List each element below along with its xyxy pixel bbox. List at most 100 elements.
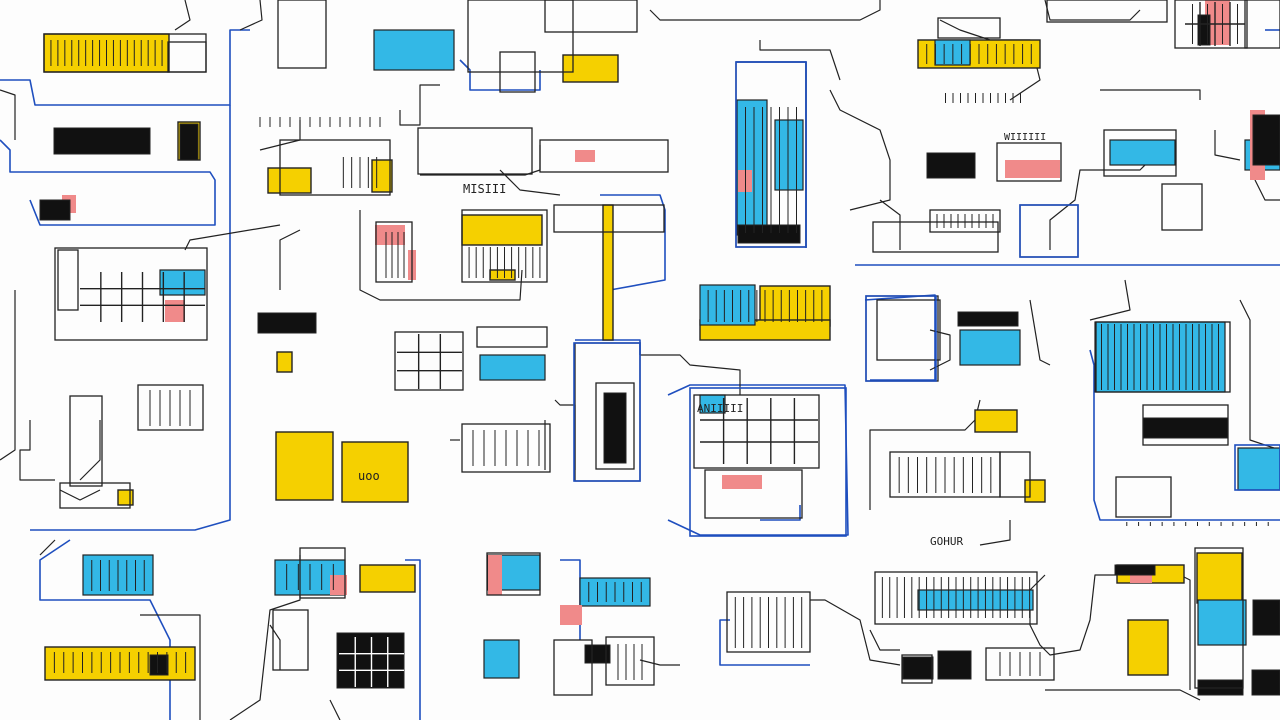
connector-line	[0, 139, 216, 226]
block-box	[299, 547, 346, 599]
connector-line	[405, 559, 421, 720]
block-box	[257, 312, 317, 334]
block-box	[275, 431, 334, 501]
block-box	[1114, 564, 1156, 576]
block-box	[39, 199, 71, 221]
connector-line	[869, 399, 981, 510]
block-box	[373, 29, 455, 71]
block-box	[602, 204, 614, 341]
connector-line	[239, 0, 263, 31]
connector-line	[399, 84, 440, 126]
block-box	[1252, 599, 1280, 636]
block-box	[553, 204, 665, 233]
scribble-label: WIIIIII	[1004, 132, 1046, 143]
connector-line	[829, 89, 891, 211]
block-box	[874, 571, 1038, 625]
block-box	[59, 482, 131, 509]
block-box	[605, 636, 655, 686]
block-box	[167, 41, 207, 73]
block-box	[737, 224, 801, 244]
block-box	[1252, 114, 1280, 166]
block-box	[341, 441, 409, 503]
block-box	[1109, 139, 1176, 166]
connector-line	[554, 399, 576, 470]
fill-block	[330, 575, 347, 595]
block-box	[689, 387, 847, 537]
connector-line	[649, 0, 881, 21]
block-box	[544, 0, 638, 33]
connector-line	[1049, 149, 1161, 250]
block-box	[467, 0, 574, 73]
block-box	[1019, 204, 1079, 258]
connector-line	[30, 105, 231, 531]
block-box	[483, 639, 520, 679]
connector-line	[0, 89, 16, 140]
block-box	[461, 209, 548, 283]
block-box	[1046, 0, 1168, 23]
block-box	[359, 564, 416, 593]
connector-line	[719, 619, 810, 666]
connector-line	[640, 354, 741, 395]
block-box	[1234, 444, 1280, 491]
block-box	[1142, 404, 1229, 446]
block-box	[1019, 204, 1079, 258]
connector-line	[1179, 574, 1191, 690]
block-box	[1161, 183, 1203, 231]
block-box	[375, 221, 413, 283]
connector-line	[864, 294, 936, 381]
block-box	[267, 167, 312, 194]
fill-block	[165, 300, 185, 322]
block-box	[699, 284, 756, 326]
connector-line	[359, 210, 523, 301]
block-box	[929, 209, 1001, 233]
block-box	[901, 654, 933, 684]
block-box	[486, 552, 541, 596]
block-box	[974, 409, 1018, 433]
connector-line	[1239, 299, 1280, 451]
block-box	[277, 0, 327, 69]
block-box	[276, 351, 293, 373]
block-box	[1115, 476, 1172, 518]
scribble-label: MISIII	[463, 182, 506, 196]
fill-block	[375, 225, 405, 245]
block-box	[735, 61, 807, 248]
block-box	[872, 221, 999, 253]
connector-line	[39, 539, 56, 556]
block-box	[926, 152, 976, 179]
block-box	[1174, 0, 1248, 49]
block-box	[57, 249, 79, 311]
block-box	[53, 127, 151, 155]
connector-line	[140, 614, 201, 720]
block-box	[865, 295, 937, 382]
connector-line	[1089, 279, 1131, 321]
block-box	[959, 329, 1021, 366]
fill-block	[575, 150, 595, 162]
fill-block	[722, 475, 762, 489]
block-box	[539, 139, 669, 173]
block-box	[479, 354, 546, 381]
connector-line	[420, 145, 541, 176]
block-box	[704, 469, 803, 519]
block-box	[562, 54, 619, 83]
block-box	[876, 299, 941, 361]
block-box	[272, 609, 309, 671]
block-box	[417, 127, 533, 175]
block-box	[553, 639, 593, 696]
connector-line	[1089, 349, 1280, 521]
block-box	[902, 656, 934, 680]
connector-line	[600, 194, 666, 291]
block-box	[693, 394, 820, 469]
connector-line	[499, 169, 561, 196]
connector-line	[1045, 689, 1201, 701]
block-box	[603, 392, 627, 464]
connector-line	[459, 59, 541, 91]
connector-line	[19, 420, 55, 481]
connector-line	[667, 384, 849, 536]
connector-line	[1029, 574, 1120, 656]
connector-line	[1029, 299, 1051, 366]
scribble-label: ANIIIII	[697, 402, 743, 415]
block-box	[985, 647, 1055, 681]
block-box	[137, 384, 204, 431]
connector-line	[1214, 130, 1241, 161]
